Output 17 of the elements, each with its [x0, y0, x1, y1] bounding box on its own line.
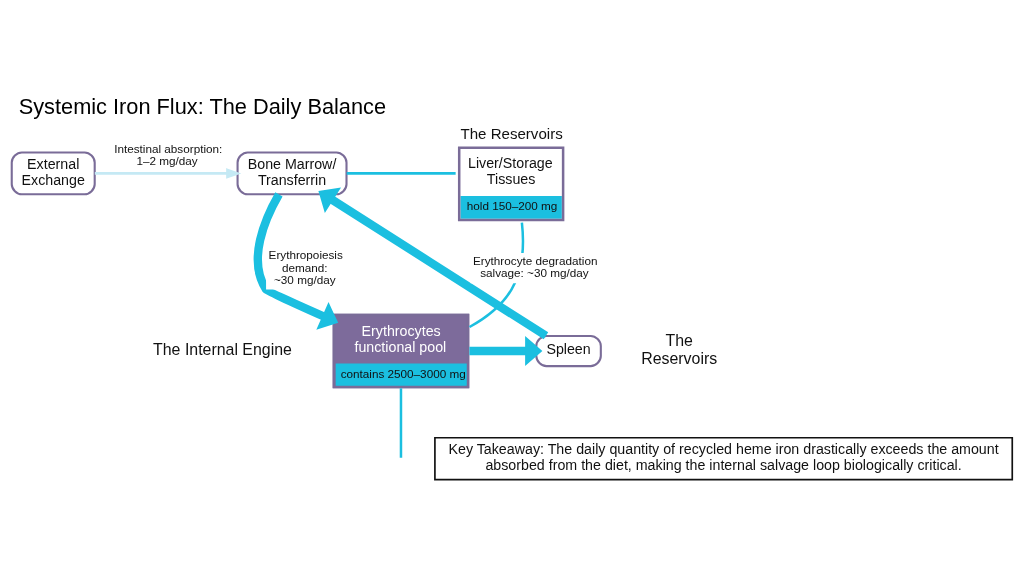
- connector: [346, 171, 456, 175]
- node-box: Bone Marrow/ Transferrin: [236, 150, 348, 195]
- arrow: [94, 167, 242, 179]
- node-box: Spleen: [535, 334, 602, 367]
- edge-label: Intestinal absorption: 1–2 mg/day: [114, 141, 223, 167]
- node-box: Key Takeaway: The daily quantity of recycled heme iron drastically exceeds the amount absorbed from the diet, making the internal salvage loop biologically critical.: [434, 436, 1014, 480]
- edge-label: Erythropoiesis demand: ~30 mg/day: [268, 247, 343, 286]
- arrow: [318, 187, 549, 339]
- connector: [399, 387, 403, 458]
- arrow: [469, 335, 543, 366]
- arrow: [253, 191, 339, 330]
- edge-label: Erythrocyte degradation salvage: ~30 mg/day: [473, 253, 598, 279]
- node-box: External Exchange: [10, 150, 96, 195]
- label: The Reservoirs: [641, 331, 718, 367]
- node-label: The Reservoirs: [460, 124, 563, 142]
- diagram-title: Systemic Iron Flux: The Daily Balance: [18, 93, 387, 119]
- label: The Internal Engine: [153, 340, 292, 358]
